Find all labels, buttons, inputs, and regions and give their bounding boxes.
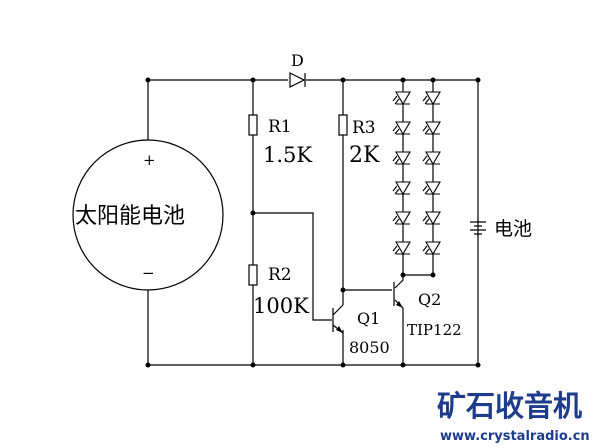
- led-icon: [422, 181, 441, 196]
- watermark-url: www.crystalradio.cn: [440, 429, 590, 444]
- transistor-q2: [393, 282, 403, 308]
- watermark-title: 矿石收音机: [437, 389, 582, 423]
- diode-label: D: [291, 51, 304, 70]
- led-icon: [422, 211, 441, 226]
- battery-label: 电池: [494, 218, 532, 240]
- r3-value: 2K: [349, 143, 380, 168]
- r2-label: R2: [268, 265, 292, 285]
- battery-icon: [470, 200, 486, 258]
- solar-cell: [72, 139, 224, 291]
- led-icon: [422, 241, 441, 256]
- led-icon: [392, 91, 411, 106]
- led-icon: [392, 241, 411, 256]
- q2-part: TIP122: [407, 321, 462, 339]
- solar-cell-label: 太阳能电池: [75, 204, 185, 229]
- led-strings: [392, 91, 441, 256]
- resistor-r2: [248, 264, 258, 286]
- r1-value: 1.5K: [263, 143, 312, 167]
- resistor-r3: [338, 114, 348, 136]
- r1-label: R1: [268, 117, 292, 137]
- resistor-r1: [248, 114, 258, 136]
- transistor-q1: [332, 304, 344, 334]
- plus-sign: +: [143, 151, 156, 169]
- q1-part: 8050: [349, 338, 390, 357]
- r3-label: R3: [352, 118, 376, 138]
- q1-label: Q1: [357, 309, 380, 328]
- diode-d: [289, 72, 306, 88]
- junction-dots: [145, 77, 481, 368]
- led-icon: [422, 91, 441, 106]
- r2-value: 100K: [253, 294, 309, 318]
- q2-label: Q2: [418, 290, 441, 309]
- led-icon: [422, 151, 441, 166]
- minus-sign: −: [142, 264, 155, 282]
- led-icon: [392, 211, 411, 226]
- led-icon: [392, 151, 411, 166]
- led-icon: [422, 121, 441, 136]
- led-icon: [392, 121, 411, 136]
- led-icon: [392, 181, 411, 196]
